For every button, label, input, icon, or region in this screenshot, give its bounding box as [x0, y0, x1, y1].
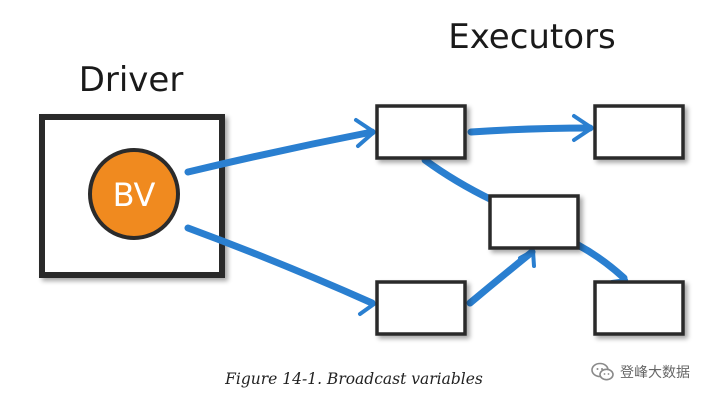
- arrow-driver-to-executor-1: [184, 128, 376, 176]
- arrowhead-executor-4: [350, 291, 376, 316]
- arrow-driver-to-executor-4: [184, 224, 376, 307]
- executor-box-1: [375, 104, 467, 160]
- watermark-text: 登峰大数据: [620, 365, 690, 381]
- wechat-icon: [591, 362, 614, 381]
- arrowhead-executor-3-in: [518, 249, 536, 268]
- arrowhead-executor-2: [572, 114, 594, 142]
- executors-label: Executors: [448, 17, 616, 57]
- arrow-executor-1-to-executor-3: [421, 156, 496, 204]
- executor-box-3: [488, 194, 580, 250]
- figure-caption: Figure 14-1. Broadcast variables: [225, 370, 483, 388]
- executor-box-2: [593, 104, 685, 160]
- executor-box-5: [593, 280, 685, 336]
- bv-circle: [88, 148, 180, 240]
- arrowhead-executor-1: [354, 118, 376, 148]
- executor-box-4: [375, 280, 467, 336]
- arrow-executor-1-to-executor-2: [467, 124, 594, 136]
- watermark: 登峰大数据: [591, 362, 690, 382]
- bv-label: BV: [113, 176, 156, 214]
- arrow-executor-4-to-executor-3: [466, 248, 536, 307]
- arrowhead-executor-5: [610, 268, 628, 284]
- driver-label: Driver: [79, 60, 184, 100]
